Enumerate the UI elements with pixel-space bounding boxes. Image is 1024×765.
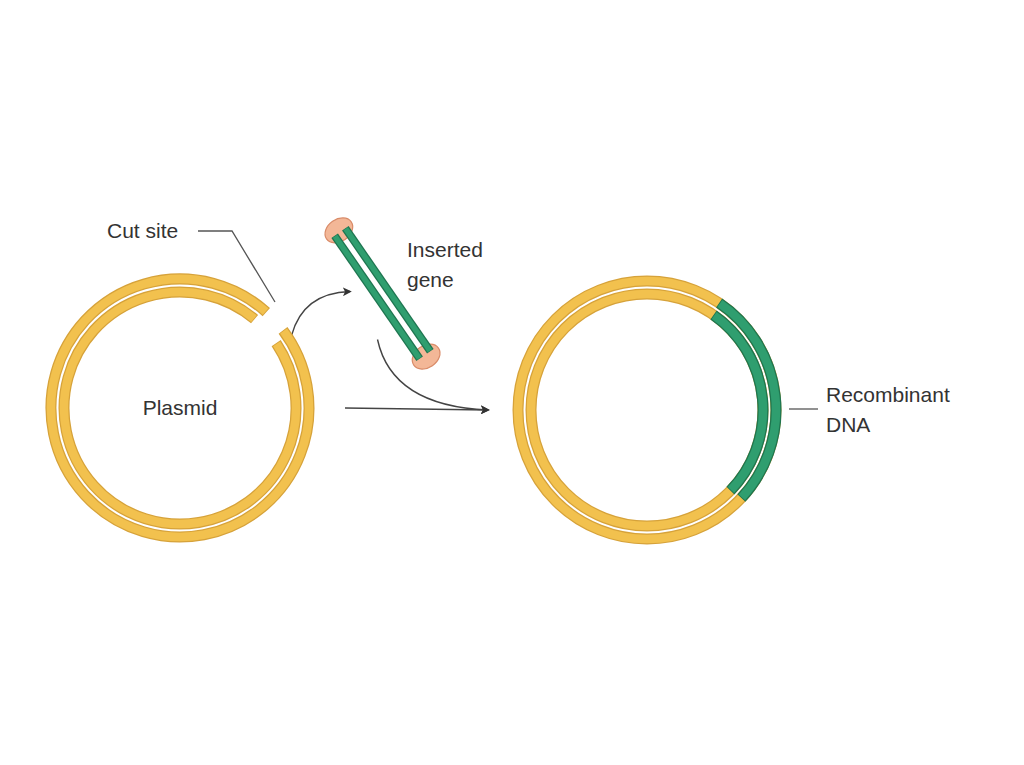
inserted-gene: Inserted gene [315,215,440,365]
node-label: Recombinant DNA [826,380,986,440]
node-label: Plasmid [45,393,315,423]
plasmid-inner-strand-edge [531,294,763,526]
gene-strand-edge [335,236,420,359]
process-arrow [378,340,489,411]
plasmid-circle: Plasmid [45,273,315,543]
gene-inner-strand-edge [714,315,763,491]
callout-label: Cut site [107,216,207,246]
plasmid-inner-strand [531,294,763,526]
plasmid-outer-strand-edge [518,281,776,539]
node-outline [512,275,782,545]
gene-inner-strand [714,315,763,490]
process-arrow [292,292,351,336]
node-label: Inserted gene [407,235,507,295]
leader-line [789,408,818,409]
process-arrow [345,408,488,410]
plasmid-outer-strand [518,281,776,539]
recombinant-plasmid: Recombinant DNA [512,275,782,545]
gene-strand [335,236,419,358]
